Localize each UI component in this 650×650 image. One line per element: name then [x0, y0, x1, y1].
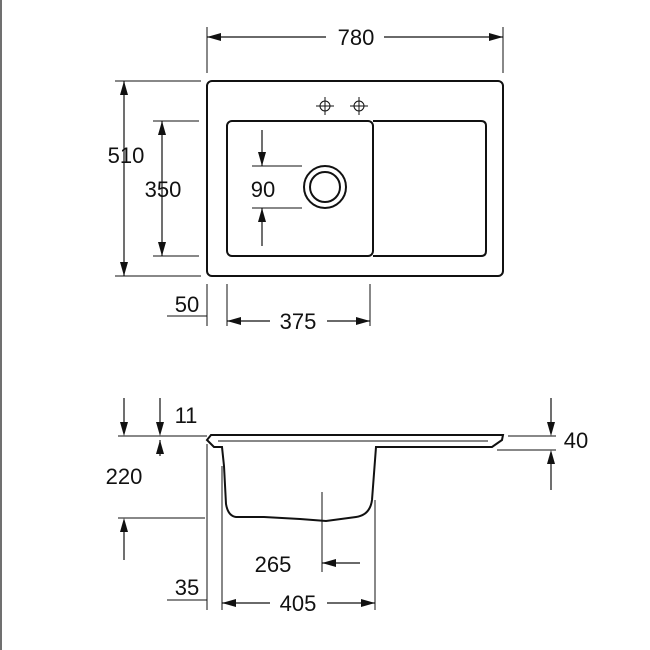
bowl-outline [226, 120, 374, 257]
dim-drainboard-height: 40 [497, 398, 588, 490]
label-edge-offset: 50 [175, 292, 199, 317]
dim-rim-thickness: 11 [118, 398, 207, 456]
tap-hole-marker-left [316, 97, 334, 115]
label-side-offset: 35 [175, 575, 199, 600]
label-overall-depth: 510 [108, 143, 145, 168]
top-view: 780 510 350 90 [108, 25, 504, 334]
label-bowl-width: 375 [280, 309, 317, 334]
label-drain-offset: 265 [255, 552, 292, 577]
dim-overall-depth: 510 [108, 80, 201, 277]
dim-overall-width: 780 [206, 25, 504, 73]
label-bowl-height: 220 [106, 464, 143, 489]
sink-section-profile [205, 434, 505, 523]
label-bowl-depth: 350 [145, 177, 182, 202]
dim-bowl-width: 375 [227, 284, 371, 334]
label-drain-diameter: 90 [251, 177, 275, 202]
dim-edge-offset: 50 [167, 284, 228, 326]
dim-drain-diameter: 90 [251, 130, 302, 246]
label-drainboard-height: 40 [564, 428, 588, 453]
label-overall-width: 780 [338, 25, 375, 50]
dim-bowl-height: 220 [106, 398, 205, 560]
label-bowl-section-width: 405 [280, 591, 317, 616]
drain-outer-ring [303, 165, 347, 209]
drainboard-outline [373, 120, 487, 257]
section-view: 11 220 40 265 [106, 398, 588, 616]
sink-outer-outline [206, 80, 504, 277]
dim-bowl-depth: 350 [145, 120, 199, 257]
dim-side-offset: 35 [167, 444, 223, 610]
drain-inner-ring [309, 171, 341, 203]
dim-drain-offset: 265 [255, 492, 360, 577]
label-rim-thickness: 11 [175, 403, 198, 428]
dim-bowl-section-width: 405 [222, 500, 376, 616]
tap-hole-marker-right [350, 97, 368, 115]
